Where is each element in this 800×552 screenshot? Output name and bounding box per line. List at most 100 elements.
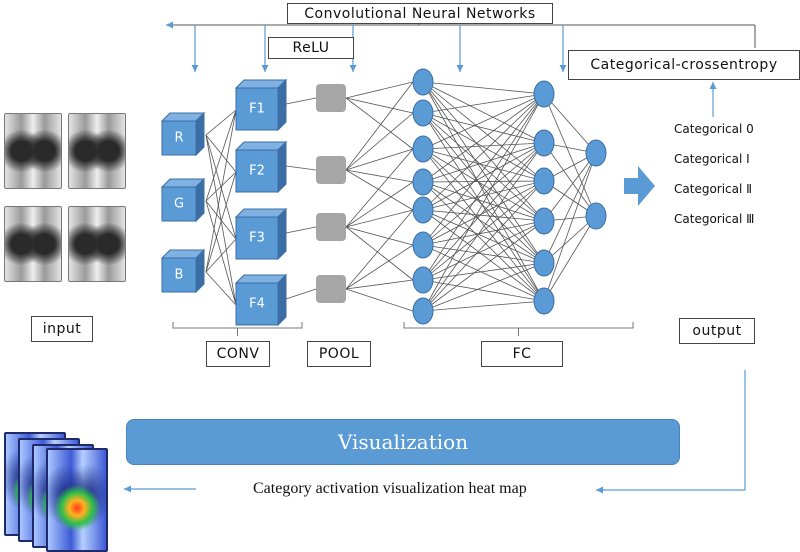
network-connections [205,81,597,312]
edge-fc1-3-2 [422,180,545,183]
edge-conv-2-3 [205,271,237,306]
edge-fc1-2-0 [422,93,545,150]
edge-fc2-0-0 [543,93,597,154]
edge-fc1-1-4 [422,112,545,264]
edge-pool-2 [285,226,317,234]
output-block-arrow [624,166,655,206]
loss-label: Categorical-crossentropy [590,57,778,73]
edge-flat-0-0 [345,81,414,99]
title-box: Convolutional Neural Networks [287,3,553,24]
channel-g-cube: G [160,177,206,223]
fc2-node-6 [533,287,555,315]
edge-fc1-5-3 [422,220,545,246]
edge-flat-3-6 [345,279,414,290]
edge-fc1-6-0 [422,93,545,281]
filter-f2-cube-side [277,140,287,194]
filter-f1-cube-front [235,87,279,131]
filter-f2-cube-label: F2 [249,164,265,179]
edge-fc2-5-1 [543,215,597,302]
edge-fc1-3-0 [422,93,545,183]
fc1-node-8 [412,297,434,325]
edge-flat-3-5 [345,244,414,290]
edge-fc1-0-1 [422,81,545,144]
fc1-node-3 [412,135,434,163]
channel-g-cube-label: G [174,197,184,212]
edge-conv-0-1 [205,134,237,173]
pool-label: POOL [318,346,360,362]
pool-node-3 [316,213,346,241]
filter-f3-cube-label: F3 [249,231,265,246]
edge-fc1-1-2 [422,112,545,182]
edge-fc1-6-4 [422,262,545,281]
fc-label: FC [512,346,532,362]
edge-fc1-5-1 [422,142,545,246]
edge-fc2-4-0 [543,152,597,264]
edge-flat-2-2 [345,148,414,228]
input-label: input [42,321,82,337]
fc3-node-2 [585,202,607,230]
edge-fc1-2-3 [422,148,545,222]
edge-pool-0 [285,97,317,105]
filter-f1-cube: F1 [234,78,288,132]
edge-fc1-7-3 [422,220,545,312]
edge-fc1-7-1 [422,142,545,312]
channel-b-cube-label: B [175,268,184,283]
filter-f4-cube: F4 [234,273,288,327]
edge-fc1-5-2 [422,180,545,246]
fc1-node-7 [412,266,434,294]
edge-fc1-2-5 [422,148,545,302]
filter-f1-cube-label: F1 [249,102,265,117]
edge-fc1-1-5 [422,112,545,302]
fc2-node-2 [533,129,555,157]
edge-fc1-4-1 [422,142,545,211]
edge-fc2-0-1 [543,93,597,217]
heatmap-image-4 [46,448,108,552]
visualization-label: Visualization [337,430,469,454]
edge-flat-1-4 [345,169,414,211]
filter-f1-cube-side [277,78,287,132]
fc-bracket [403,322,634,336]
category-3: Categorical Ⅲ [674,212,755,226]
edge-fc1-2-4 [422,148,545,264]
xray-image-2 [68,113,126,189]
output-label: output [692,323,742,339]
edge-fc1-3-4 [422,181,545,264]
filter-f2-cube: F2 [234,140,288,194]
edge-fc1-1-1 [422,112,545,144]
channel-g-cube-side [195,177,205,223]
edge-flat-2-5 [345,226,414,246]
edge-fc1-4-4 [422,209,545,264]
fc2-node-5 [533,249,555,277]
filter-f3-cube: F3 [234,207,288,261]
channel-r-cube-front [161,120,197,156]
edge-fc1-3-3 [422,181,545,222]
fc2-node-4 [533,207,555,235]
edge-fc2-4-1 [543,215,597,264]
edge-flat-2-6 [345,226,414,281]
edge-fc1-4-0 [422,93,545,211]
relu-box: ReLU [268,37,354,59]
edge-conv-1-3 [205,200,237,306]
fc3-node-1 [585,139,607,167]
edge-fc1-6-1 [422,142,545,281]
edge-fc1-4-3 [422,209,545,222]
edge-fc1-3-1 [422,142,545,183]
output-return-arrow [596,370,746,494]
edge-fc1-4-5 [422,209,545,302]
channel-r-cube-side [195,111,205,157]
edge-fc1-6-2 [422,180,545,281]
edge-flat-0-1 [345,97,414,114]
filter-f4-cube-side [277,273,287,327]
heatmap-caption: Category activation visualization heat m… [253,480,527,497]
channel-b-cube: B [160,248,206,294]
filter-f4-cube-label: F4 [249,297,265,312]
edge-flat-2-3 [345,181,414,228]
conv-label: CONV [216,346,260,362]
edge-flat-1-0 [345,81,414,171]
input-label-box: input [31,316,93,342]
edge-fc1-1-3 [422,112,545,222]
edge-fc2-5-0 [543,152,597,302]
edge-fc1-1-0 [422,93,545,114]
